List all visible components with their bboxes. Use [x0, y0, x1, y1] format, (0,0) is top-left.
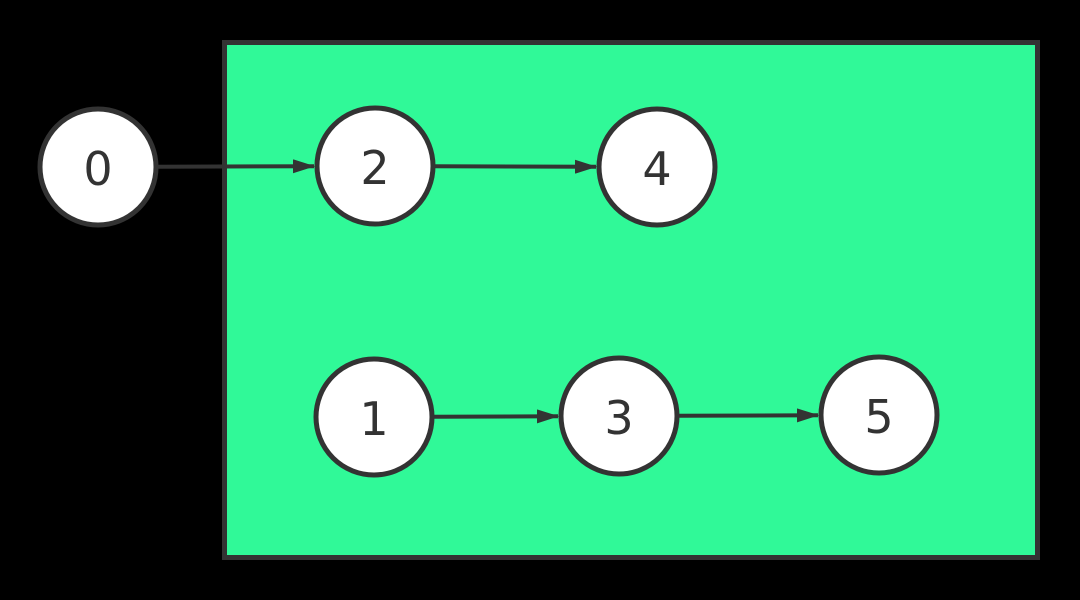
node-label-3: 3 [604, 391, 633, 445]
graph-edge-1-3 [431, 409, 560, 424]
node-circle-2 [314, 105, 436, 227]
node-circle-5 [818, 354, 940, 476]
node-label-2: 2 [360, 141, 389, 195]
graph-edge-3-5 [676, 408, 820, 423]
graph-node-3: 3 [558, 355, 680, 477]
node-label-4: 4 [642, 142, 671, 196]
graph-edge-0-2 [155, 159, 316, 174]
node-label-1: 1 [359, 392, 388, 446]
node-circle-0 [37, 106, 159, 228]
graph-node-2: 2 [314, 105, 436, 227]
graph-node-1: 1 [313, 356, 435, 478]
node-circle-3 [558, 355, 680, 477]
node-circle-4 [596, 106, 718, 228]
graph-node-0: 0 [37, 106, 159, 228]
node-label-5: 5 [864, 390, 893, 444]
node-label-0: 0 [83, 142, 112, 196]
node-circle-1 [313, 356, 435, 478]
graph-edge-2-4 [432, 159, 598, 174]
graph-node-5: 5 [818, 354, 940, 476]
graph-node-4: 4 [596, 106, 718, 228]
